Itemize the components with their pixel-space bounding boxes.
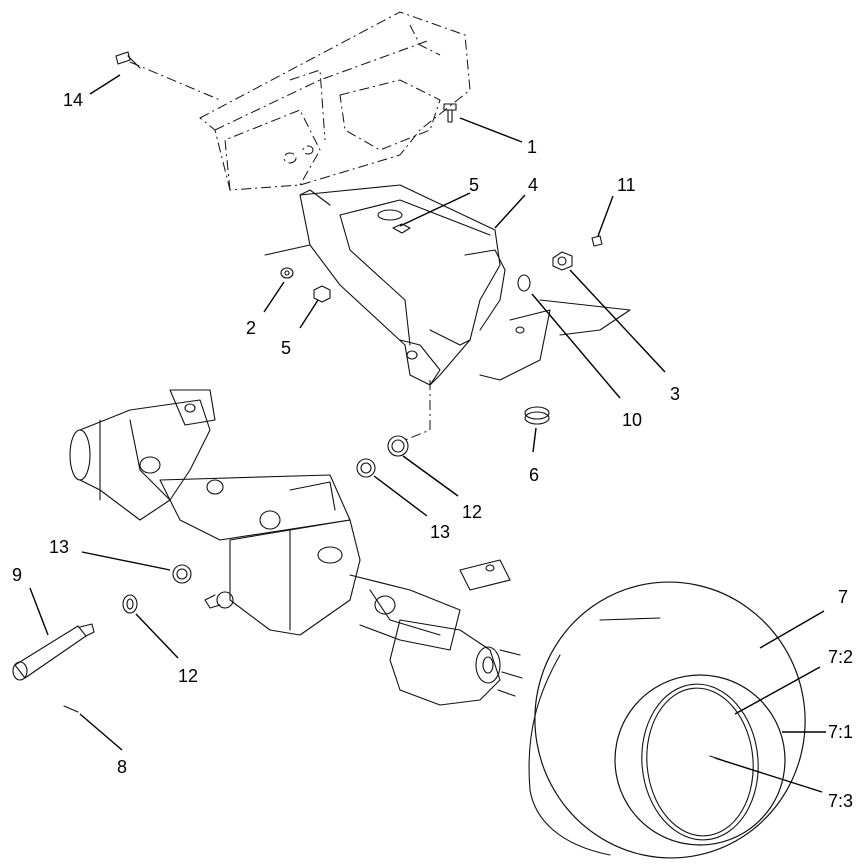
callout-7-3: 7:3 [828, 791, 853, 811]
nut-5-left [313, 285, 331, 303]
spacer-6 [524, 406, 550, 425]
callout-3: 3 [670, 384, 680, 404]
callout-5-top: 5 [469, 175, 479, 195]
cotter-pin-8 [63, 705, 79, 713]
callout-labels: 14 1 5 4 11 2 5 3 10 6 12 13 13 9 12 8 7… [12, 90, 853, 811]
bolt-11 [591, 235, 603, 247]
callout-1: 1 [527, 137, 537, 157]
washer-10 [517, 274, 531, 292]
callout-6: 6 [529, 465, 539, 485]
bolt-14 [115, 51, 141, 69]
callout-14: 14 [63, 90, 83, 110]
axle-assembly [69, 389, 523, 706]
washer-2 [280, 267, 294, 279]
nut-5-top [392, 223, 411, 234]
washer-13-lower [172, 564, 192, 584]
callout-7-1: 7:1 [828, 722, 853, 742]
callout-13-lower: 13 [49, 537, 69, 557]
pin-9 [12, 623, 95, 681]
callout-12-lower: 12 [178, 666, 198, 686]
washer-12-upper [387, 435, 409, 457]
washer-12-lower [122, 594, 138, 614]
frame-dashed [129, 11, 471, 191]
callout-2: 2 [246, 318, 256, 338]
bolt-1 [443, 103, 457, 123]
leader-lines [29, 74, 826, 793]
nut-3 [552, 251, 573, 271]
callout-11: 11 [617, 175, 636, 195]
washer-13-upper [356, 458, 376, 478]
bracket-4 [264, 184, 631, 386]
callout-5-left: 5 [281, 338, 291, 358]
assembly-line [404, 380, 431, 441]
tire-7 [528, 581, 806, 859]
callout-12-upper: 12 [462, 502, 482, 522]
callout-10: 10 [622, 410, 642, 430]
callout-7-2: 7:2 [828, 647, 853, 667]
callout-8: 8 [117, 757, 127, 777]
callout-13-upper: 13 [430, 522, 450, 542]
callout-4: 4 [528, 175, 538, 195]
callout-7: 7 [838, 587, 848, 607]
callout-9: 9 [12, 565, 22, 585]
